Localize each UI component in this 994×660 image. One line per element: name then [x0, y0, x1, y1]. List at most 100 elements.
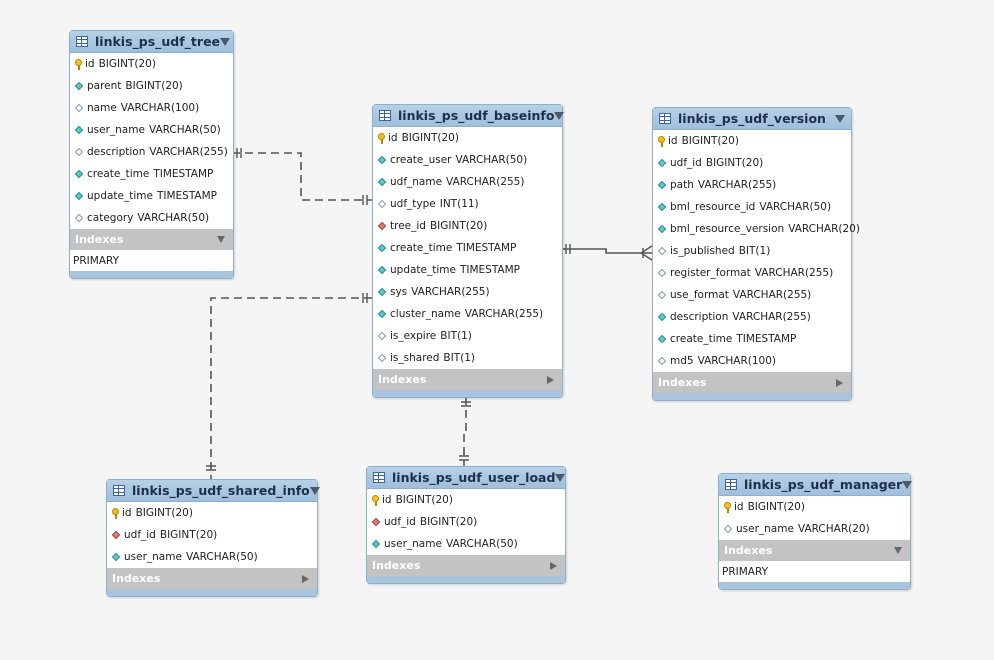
indexes-section-header[interactable]: Indexes: [653, 372, 851, 393]
collapse-arrow-icon[interactable]: [309, 486, 320, 495]
nullable-column-icon: [75, 103, 84, 114]
indexes-section-header[interactable]: Indexes: [373, 369, 562, 390]
indexes-section-header[interactable]: Indexes: [70, 229, 233, 250]
column-type: TIMESTAMP: [456, 242, 517, 254]
column-type: VARCHAR(255): [697, 179, 777, 191]
collapse-arrow-icon[interactable]: [554, 111, 565, 120]
column-type: VARCHAR(255): [464, 308, 544, 320]
indexes-section-header[interactable]: Indexes: [367, 555, 565, 576]
relationship-tree-baseinfo[interactable]: [232, 152, 372, 201]
column-type: BIT(1): [738, 245, 771, 257]
nullable-column-icon: [658, 290, 667, 301]
column-type: BIGINT(20): [429, 220, 488, 232]
entity-header[interactable]: linkis_ps_udf_manager: [719, 474, 913, 496]
indexes-section-header[interactable]: Indexes: [719, 540, 910, 561]
not-null-column-icon: [75, 81, 84, 92]
column-name: register_format: [670, 267, 751, 279]
column-type: BIT(1): [440, 330, 472, 342]
collapsed-arrow-icon[interactable]: [302, 574, 309, 583]
collapsed-arrow-icon[interactable]: [550, 561, 557, 570]
index-row[interactable]: PRIMARY: [70, 250, 233, 271]
column-name: path: [670, 179, 694, 191]
column-name: id: [122, 507, 132, 519]
indexes-section-header[interactable]: Indexes: [107, 568, 317, 589]
entity-header[interactable]: linkis_ps_udf_user_load: [367, 467, 566, 489]
not-null-column-icon: [658, 312, 667, 323]
relationship-baseinfo-shared-info[interactable]: [210, 297, 372, 479]
entity-footer: [107, 589, 317, 596]
relationship-baseinfo-user-load[interactable]: [463, 397, 467, 466]
column-name: id: [668, 135, 678, 147]
expanded-arrow-icon[interactable]: [217, 236, 225, 243]
index-row[interactable]: PRIMARY: [719, 561, 910, 582]
collapse-arrow-icon[interactable]: [835, 114, 845, 123]
column-type: TIMESTAMP: [736, 333, 797, 345]
entity-header[interactable]: linkis_ps_udf_shared_info: [107, 480, 320, 502]
column-type: VARCHAR(255): [732, 289, 812, 301]
collapsed-arrow-icon[interactable]: [547, 375, 554, 384]
column-type: TIMESTAMP: [459, 264, 521, 276]
primary-key-icon: [112, 507, 119, 519]
entity-header[interactable]: linkis_ps_udf_version: [653, 108, 851, 130]
collapse-arrow-icon[interactable]: [902, 480, 913, 489]
column-type: TIMESTAMP: [153, 168, 214, 180]
collapsed-arrow-icon[interactable]: [836, 378, 843, 387]
relationship-baseinfo-version[interactable]: [561, 248, 652, 254]
expanded-arrow-icon[interactable]: [894, 547, 902, 554]
entity-header[interactable]: linkis_ps_udf_baseinfo: [373, 105, 565, 127]
column-name: udf_type: [390, 198, 436, 210]
entity-header[interactable]: linkis_ps_udf_tree: [70, 31, 233, 53]
not-null-column-icon: [75, 169, 84, 180]
collapse-arrow-icon[interactable]: [220, 37, 231, 46]
primary-key-icon: [372, 494, 379, 506]
nullable-column-icon: [378, 199, 387, 210]
collapse-arrow-icon[interactable]: [555, 473, 566, 482]
column-type: BIGINT(20): [705, 157, 764, 169]
